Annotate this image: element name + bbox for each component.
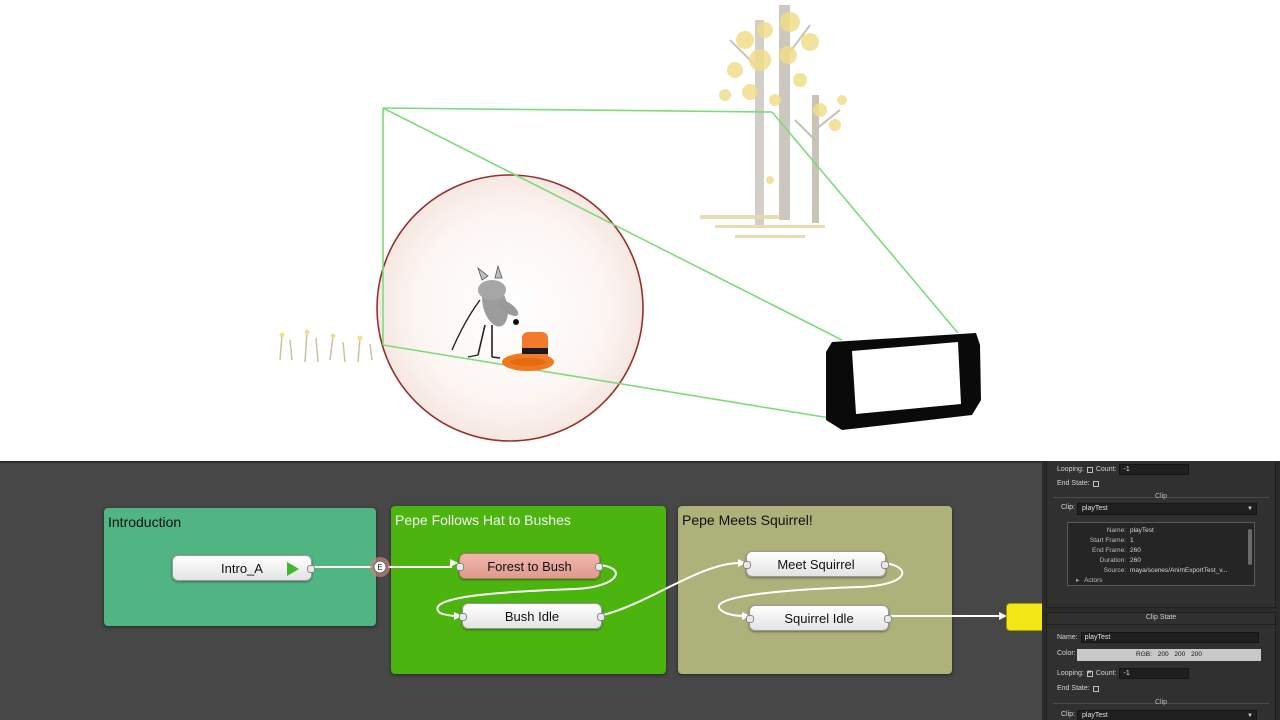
clip-section-title: Clip [1154, 699, 1168, 706]
group-pepe-follows-hat[interactable]: Pepe Follows Hat to Bushes [391, 506, 666, 674]
inspector-panel: Looping: Count: -1 End State: Clip Clip:… [1042, 461, 1280, 720]
clip-info-box: Name: playTest Start Frame: 1 End Frame: 26… [1067, 522, 1255, 586]
node-label: Forest to Bush [487, 558, 572, 574]
camera-frustum [382, 107, 959, 419]
event-marker-label: E [377, 563, 382, 572]
rgb-b-value[interactable]: 200 [1191, 651, 1202, 658]
looping-checkbox[interactable] [1086, 466, 1093, 473]
output-port[interactable] [597, 613, 605, 621]
rgb-r-value[interactable]: 200 [1157, 651, 1169, 658]
clip-state-panel-upper: Looping: Count: -1 End State: Clip Clip:… [1046, 461, 1276, 608]
name-field[interactable]: playTest [1080, 632, 1259, 643]
looping-label: Looping: [1057, 670, 1084, 677]
node-meet-squirrel[interactable]: Meet Squirrel [743, 551, 889, 577]
rgb-label: RGB: [1136, 651, 1152, 658]
count-label: Count: [1095, 670, 1117, 677]
node-forest-to-bush[interactable]: Forest to Bush [456, 553, 603, 579]
info-value: 260 [1130, 547, 1141, 554]
looping-checkbox[interactable] [1086, 669, 1093, 677]
info-key: Duration: [1099, 557, 1126, 564]
node-label: Squirrel Idle [784, 610, 854, 626]
output-port[interactable] [307, 565, 315, 573]
clip-dropdown-value: playTest [1082, 712, 1108, 719]
node-label: Meet Squirrel [777, 556, 855, 572]
node-bush-idle[interactable]: Bush Idle [459, 603, 605, 629]
state-graph-panel[interactable]: Introduction Pepe Follows Hat to Bushes … [0, 461, 1042, 720]
input-port[interactable] [459, 613, 467, 621]
color-label: Color: [1057, 650, 1076, 657]
clip-dropdown-value: playTest [1082, 505, 1108, 512]
orange-hat[interactable] [502, 332, 554, 371]
count-field[interactable]: -1 [1119, 668, 1190, 679]
clip-dropdown[interactable]: playTest ▼ [1077, 710, 1257, 720]
graph-edges: E [312, 557, 1007, 620]
info-key: Start Frame: [1089, 537, 1126, 544]
scene-viewport[interactable] [0, 0, 1280, 461]
info-key: End Frame: [1092, 547, 1126, 554]
phone-camera-icon[interactable] [826, 333, 981, 430]
group-title: Pepe Meets Squirrel! [682, 512, 813, 528]
clip-section-title: Clip [1154, 493, 1168, 500]
tree-cluster [700, 5, 847, 238]
info-key: Name: [1106, 527, 1126, 534]
info-key: Source: [1103, 567, 1126, 574]
input-port[interactable] [743, 561, 751, 569]
end-state-label: End State: [1057, 480, 1090, 487]
end-state-checkbox[interactable] [1092, 685, 1099, 692]
info-scrollbar[interactable] [1248, 529, 1252, 565]
output-port[interactable] [884, 615, 892, 623]
input-port[interactable] [746, 615, 754, 623]
info-value: 260 [1130, 557, 1141, 564]
scene-canvas [279, 5, 981, 442]
play-icon[interactable] [287, 562, 299, 576]
rgb-g-value[interactable]: 200 [1174, 651, 1186, 658]
output-node[interactable] [1006, 603, 1042, 631]
event-marker[interactable]: E [370, 557, 390, 577]
color-swatch[interactable]: RGB: 200 200 200 [1077, 649, 1261, 661]
chevron-down-icon: ▼ [1247, 713, 1253, 719]
looping-label: Looping: [1057, 466, 1084, 473]
name-label: Name: [1057, 634, 1078, 641]
info-value: 1 [1130, 537, 1134, 544]
end-state-checkbox[interactable] [1092, 480, 1099, 487]
clip-label: Clip: [1061, 504, 1076, 511]
info-value: maya/scenes/AnimExportTest_v... [1130, 567, 1228, 574]
clip-state-panel: Clip State Name: playTest Color: RGB: 20… [1046, 612, 1276, 720]
clip-dropdown[interactable]: playTest ▼ [1077, 503, 1257, 515]
expand-arrow-icon[interactable]: ▸ [1076, 577, 1080, 584]
count-field[interactable]: -1 [1119, 464, 1190, 475]
clip-state-title: Clip State [1145, 614, 1177, 621]
info-value: playTest [1130, 527, 1154, 534]
count-label: Count: [1095, 466, 1117, 473]
end-state-label: End State: [1057, 685, 1090, 692]
node-label: Intro_A [221, 560, 263, 576]
output-port[interactable] [881, 561, 889, 569]
input-port[interactable] [456, 563, 464, 571]
chevron-down-icon: ▼ [1247, 506, 1253, 512]
pepe-character[interactable] [451, 264, 521, 359]
node-squirrel-idle[interactable]: Squirrel Idle [746, 605, 892, 631]
clip-label: Clip: [1061, 711, 1076, 718]
actors-label: Actors [1084, 577, 1103, 584]
group-title: Pepe Follows Hat to Bushes [395, 512, 571, 528]
output-port[interactable] [595, 563, 603, 571]
node-intro-a[interactable]: Intro_A [172, 555, 315, 581]
node-label: Bush Idle [504, 608, 560, 624]
group-title: Introduction [108, 514, 182, 530]
